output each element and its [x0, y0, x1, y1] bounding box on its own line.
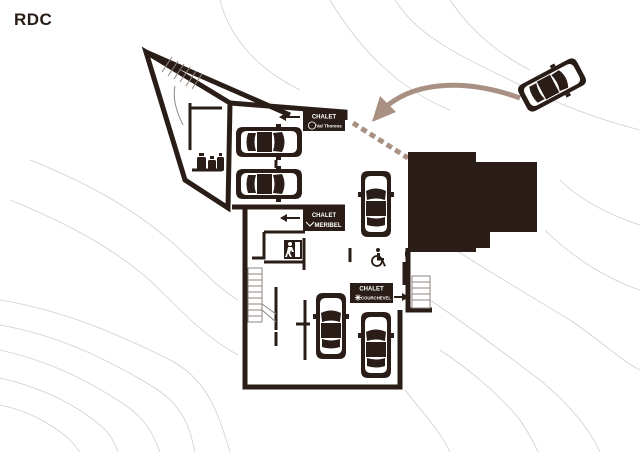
car-icon	[236, 124, 302, 160]
car-icon	[358, 312, 394, 378]
logo-icon	[308, 121, 316, 130]
wheelchair-icon	[370, 246, 387, 268]
sign-courchevel: CHALET COURCHEVEL	[350, 283, 393, 303]
garage-walls	[141, 46, 432, 390]
luggage-icon	[197, 153, 224, 171]
car-icon	[514, 53, 590, 117]
sign-label: CHALET	[312, 115, 337, 121]
sign-vallorens: CHALET Val Thorens	[303, 111, 345, 131]
emergency-exit-icon	[284, 240, 302, 259]
car-icon	[313, 293, 349, 359]
car-icon	[236, 166, 302, 202]
sign-sublabel: Val Thorens	[316, 124, 342, 129]
sign-label: CHALET	[359, 287, 384, 293]
logo-icon	[354, 294, 362, 301]
arrow-left-icon	[279, 113, 300, 121]
sign-sublabel: COURCHEVEL	[361, 296, 391, 301]
arrow-left-icon	[280, 214, 300, 222]
logo-icon	[305, 221, 315, 227]
sign-meribel: CHALET MERIBEL	[303, 209, 345, 231]
floor-title: RDC	[14, 10, 53, 29]
sign-sublabel: MERIBEL	[315, 223, 342, 229]
arrow-right-icon	[394, 293, 409, 301]
neighbour-building	[408, 152, 537, 252]
stairs-icon	[161, 56, 431, 323]
sign-label: CHALET	[312, 213, 337, 219]
car-icon	[358, 171, 394, 237]
arrival-arrow	[351, 82, 521, 161]
